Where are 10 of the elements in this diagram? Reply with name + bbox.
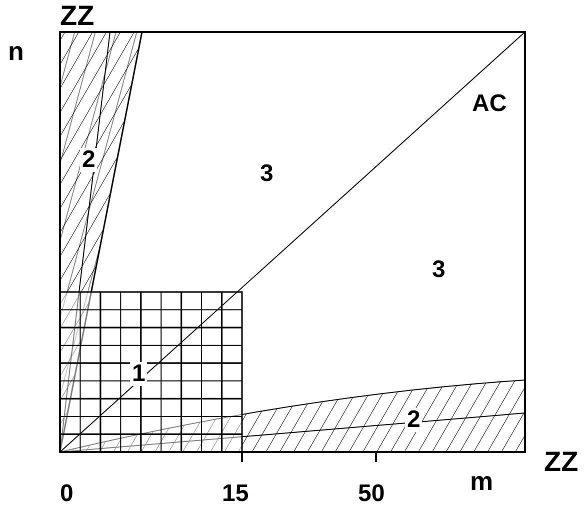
axis-label: n (8, 38, 24, 64)
tick-label: 50 (358, 482, 385, 506)
region-number: 2 (405, 408, 422, 432)
axis-label: m (470, 468, 494, 494)
axis-label: ZZ (60, 2, 94, 30)
tick-label: 15 (222, 482, 249, 506)
axis-label: ZZ (544, 448, 578, 476)
tick-label: 0 (60, 482, 74, 506)
region-number: 1 (130, 362, 148, 386)
region-number: 2 (80, 148, 98, 172)
